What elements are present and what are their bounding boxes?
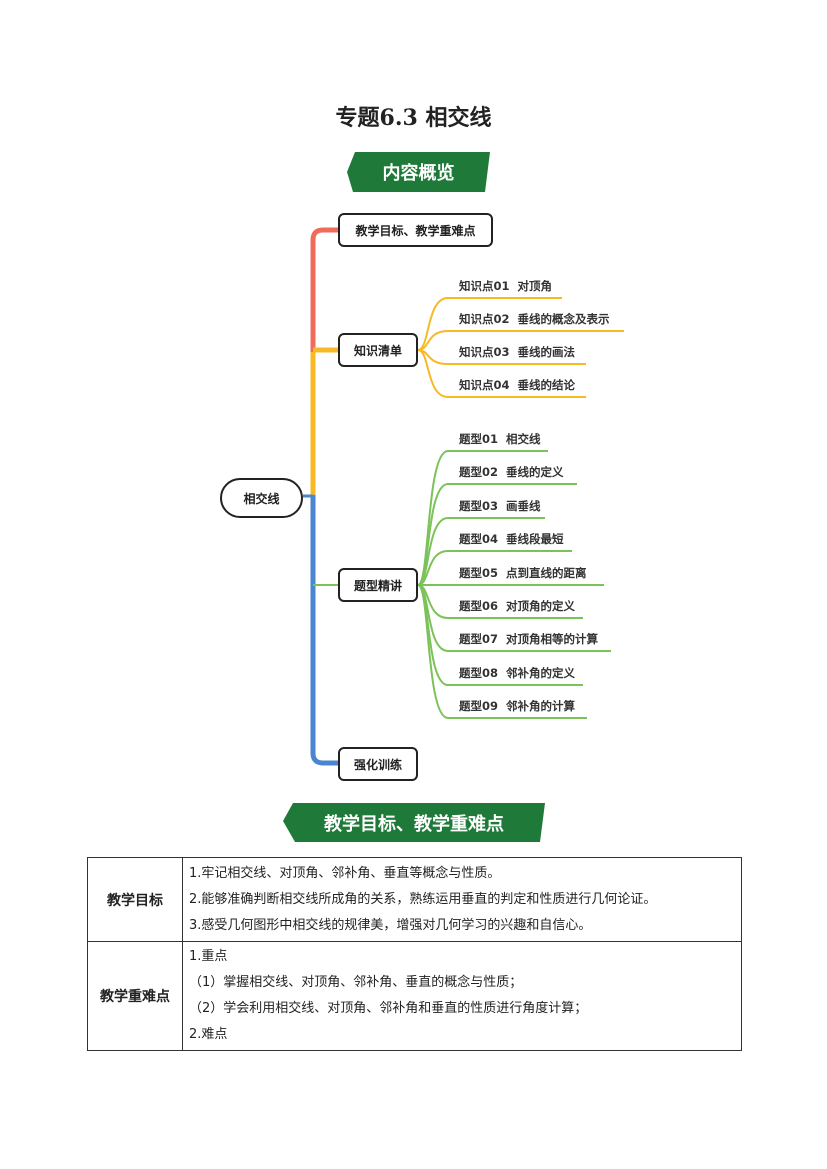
type-item: 题型07 对顶角相等的计算 [459, 632, 599, 646]
content-line: 2.能够准确判断相交线所成角的关系，熟练运用垂直的判定和性质进行几何论证。 [189, 891, 657, 907]
branch-connector [417, 584, 587, 719]
goals-table: 教学目标 1.牢记相交线、对顶角、邻补角、垂直等概念与性质。 2.能够准确判断相… [87, 857, 742, 1051]
page-title: 专题6.3 相交线 [335, 105, 492, 131]
type-item: 题型04 垂线段最短 [459, 532, 564, 546]
banner-shape [347, 152, 490, 192]
knowledge-item: 知识点02 垂线的概念及表示 [459, 312, 610, 326]
row-header: 教学重难点 [87, 941, 183, 1051]
row-header: 教学目标 [87, 857, 183, 942]
branch-connector [417, 517, 545, 586]
branch-connector [417, 550, 572, 586]
content-line: 2.难点 [189, 1027, 228, 1042]
branch-knowledge: 知识清单 [338, 333, 418, 367]
overview-banner: 内容概览 [347, 152, 490, 192]
content-line: 3.感受几何图形中相交线的规律美，增强对几何学习的兴趣和自信心。 [189, 917, 592, 933]
branch-goals: 教学目标、教学重难点 [338, 213, 493, 247]
table-row: 教学目标 1.牢记相交线、对顶角、邻补角、垂直等概念与性质。 2.能够准确判断相… [87, 857, 742, 942]
type-item: 题型08 邻补角的定义 [459, 666, 576, 680]
branch-connector [417, 330, 624, 351]
type-item: 题型09 邻补角的计算 [459, 699, 576, 713]
content-line: （2）学会利用相交线、对顶角、邻补角和垂直的性质进行角度计算； [189, 1001, 588, 1016]
branch-connector [417, 349, 586, 398]
type-item: 题型01 相交线 [459, 432, 541, 446]
goals-banner: 教学目标、教学重难点 [283, 803, 545, 842]
mindmap-root: 相交线 [220, 478, 303, 518]
knowledge-item: 知识点03 垂线的画法 [459, 345, 576, 359]
row-content: 1.牢记相交线、对顶角、邻补角、垂直等概念与性质。 2.能够准确判断相交线所成角… [182, 857, 742, 942]
goals-banner-label: 教学目标、教学重难点 [324, 813, 504, 835]
type-item: 题型06 对顶角的定义 [459, 599, 576, 613]
content-line: 1.牢记相交线、对顶角、邻补角、垂直等概念与性质。 [189, 865, 501, 881]
content-line: （1）掌握相交线、对顶角、邻补角、垂直的概念与性质； [189, 975, 523, 990]
knowledge-item: 知识点04 垂线的结论 [459, 378, 576, 392]
branch-types: 题型精讲 [338, 568, 418, 602]
table-row: 教学重难点 1.重点 （1）掌握相交线、对顶角、邻补角、垂直的概念与性质； （2… [87, 941, 742, 1051]
type-item: 题型03 画垂线 [459, 499, 541, 513]
type-item: 题型02 垂线的定义 [459, 465, 564, 479]
branch-connector [417, 297, 562, 351]
row-content: 1.重点 （1）掌握相交线、对顶角、邻补角、垂直的概念与性质； （2）学会利用相… [182, 941, 742, 1051]
branch-training: 强化训练 [338, 747, 418, 781]
content-line: 1.重点 [189, 949, 228, 964]
mindmap-connectors [303, 227, 624, 766]
banner-shape [283, 803, 545, 842]
type-item: 题型05 点到直线的距离 [459, 566, 587, 580]
knowledge-item: 知识点01 对顶角 [459, 279, 553, 293]
overview-banner-label: 内容概览 [382, 163, 455, 184]
